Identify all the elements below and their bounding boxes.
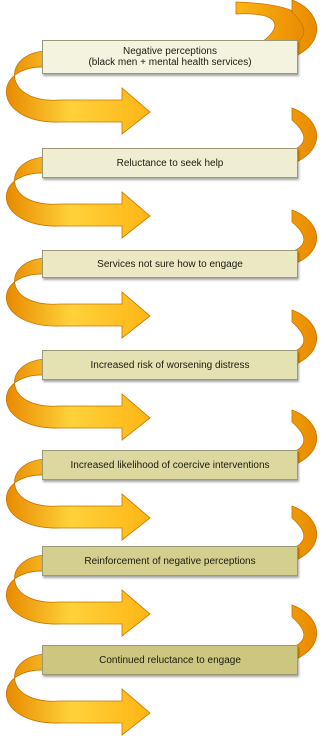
cycle-step-5: Increased likelihood of coercive interve…: [42, 450, 298, 480]
ribbon-arrow-6: [6, 554, 151, 637]
ribbon-arrow-5: [6, 458, 151, 541]
ribbon-arrow-3: [6, 257, 151, 339]
cycle-step-3: Services not sure how to engage: [42, 250, 298, 278]
cycle-step-6: Reinforcement of negative perceptions: [42, 546, 298, 576]
ribbon-arrow-2: [6, 156, 151, 239]
ribbon-arrow-4: [6, 358, 151, 441]
cycle-step-7: Continued reluctance to engage: [42, 645, 298, 675]
cycle-step-4: Increased risk of worsening distress: [42, 350, 298, 380]
ribbon-arrow-1: [6, 50, 151, 135]
ribbon-arrow-7: [6, 653, 151, 736]
cycle-step-1: Negative perceptions (black men + mental…: [42, 40, 298, 74]
cycle-step-2: Reluctance to seek help: [42, 148, 298, 178]
